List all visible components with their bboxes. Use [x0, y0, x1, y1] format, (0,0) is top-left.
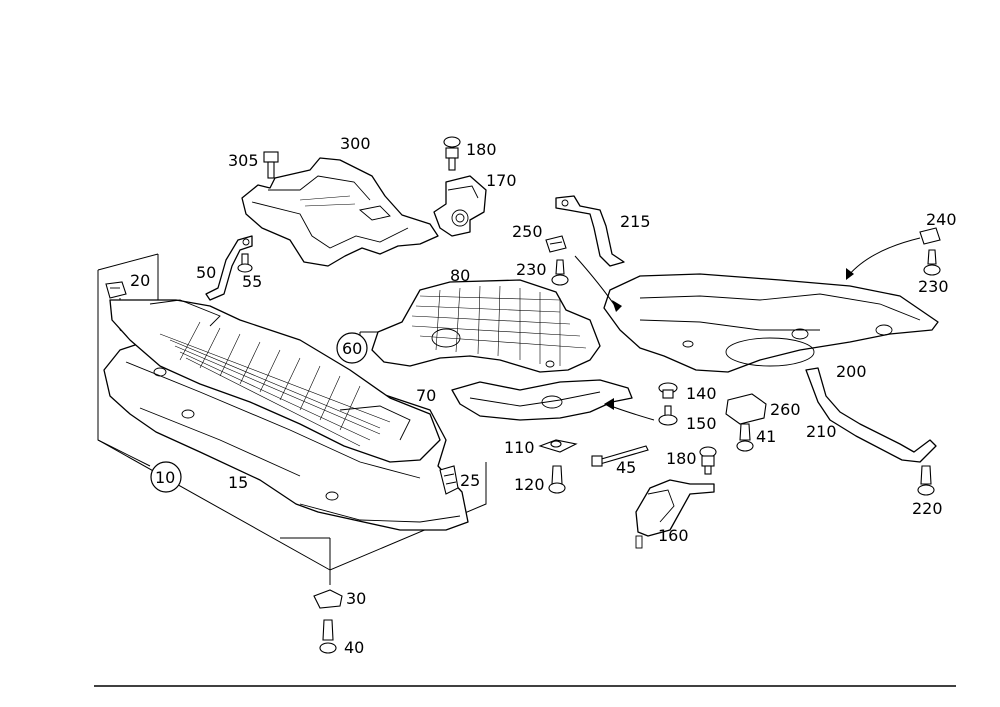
screw-220-icon	[917, 465, 935, 496]
screw-150-icon	[658, 405, 678, 426]
callout-50: 50	[196, 263, 216, 282]
assembly-bracket-lines	[97, 253, 487, 585]
callout-230-right: 230	[918, 277, 949, 296]
callout-170: 170	[486, 171, 517, 190]
callout-circle-10	[150, 461, 182, 493]
nut-110-icon	[538, 439, 578, 453]
callout-30: 30	[346, 589, 366, 608]
pad-260-icon	[725, 393, 767, 425]
callout-160: 160	[658, 526, 689, 545]
rear-underbody-panel-200	[603, 273, 939, 373]
screw-230-right-icon	[923, 249, 941, 276]
lower-plate-70	[451, 379, 633, 421]
callout-150: 150	[686, 414, 717, 433]
bolt-305-icon	[263, 151, 279, 179]
strap-50	[205, 235, 253, 301]
callout-15: 15	[228, 473, 248, 492]
callout-55: 55	[242, 272, 262, 291]
arrowheads	[604, 268, 854, 410]
screw-40-icon	[319, 619, 337, 654]
strap-215	[555, 195, 625, 267]
callout-180-top: 180	[466, 140, 497, 159]
retainer-25-icon	[439, 465, 459, 495]
callout-60: 60	[342, 339, 362, 358]
screw-41-icon	[736, 423, 754, 452]
center-underbody-panel-80	[371, 279, 601, 373]
callout-45: 45	[616, 458, 636, 477]
callout-80: 80	[450, 266, 470, 285]
callout-215: 215	[620, 212, 651, 231]
callout-25: 25	[460, 471, 480, 490]
bracket-170	[433, 175, 487, 237]
bolt-180-top-icon	[443, 136, 461, 171]
engine-cover-300	[241, 157, 439, 267]
callout-210: 210	[806, 422, 837, 441]
callout-110: 110	[504, 438, 535, 457]
plug-140-icon	[658, 382, 678, 399]
callout-70: 70	[416, 386, 436, 405]
cable-tie-45-icon	[591, 445, 649, 467]
callout-200: 200	[836, 362, 867, 381]
callout-230-left: 230	[516, 260, 547, 279]
callout-220: 220	[912, 499, 943, 518]
callout-180-bottom: 180	[666, 449, 697, 468]
callout-240: 240	[926, 210, 957, 229]
callout-40: 40	[344, 638, 364, 657]
bolt-120-icon	[548, 465, 566, 494]
callout-305: 305	[228, 151, 259, 170]
clip-20-icon	[105, 281, 127, 299]
bolt-180-bottom-icon	[699, 446, 717, 475]
bolt-55-icon	[237, 253, 253, 273]
screw-230-left-icon	[551, 259, 569, 286]
bracket-160	[635, 479, 715, 549]
clip-30-icon	[313, 589, 343, 609]
callout-120: 120	[514, 475, 545, 494]
clip-250-icon	[545, 235, 567, 253]
strap-210	[805, 367, 937, 463]
callout-41: 41	[756, 427, 776, 446]
callout-10: 10	[155, 468, 175, 487]
callout-250: 250	[512, 222, 543, 241]
callout-circle-60	[336, 332, 368, 364]
callout-300: 300	[340, 134, 371, 153]
callout-260: 260	[770, 400, 801, 419]
air-duct-grille-10	[109, 299, 441, 463]
clip-240-icon	[919, 227, 941, 245]
callout-20: 20	[130, 271, 150, 290]
callout-140: 140	[686, 384, 717, 403]
